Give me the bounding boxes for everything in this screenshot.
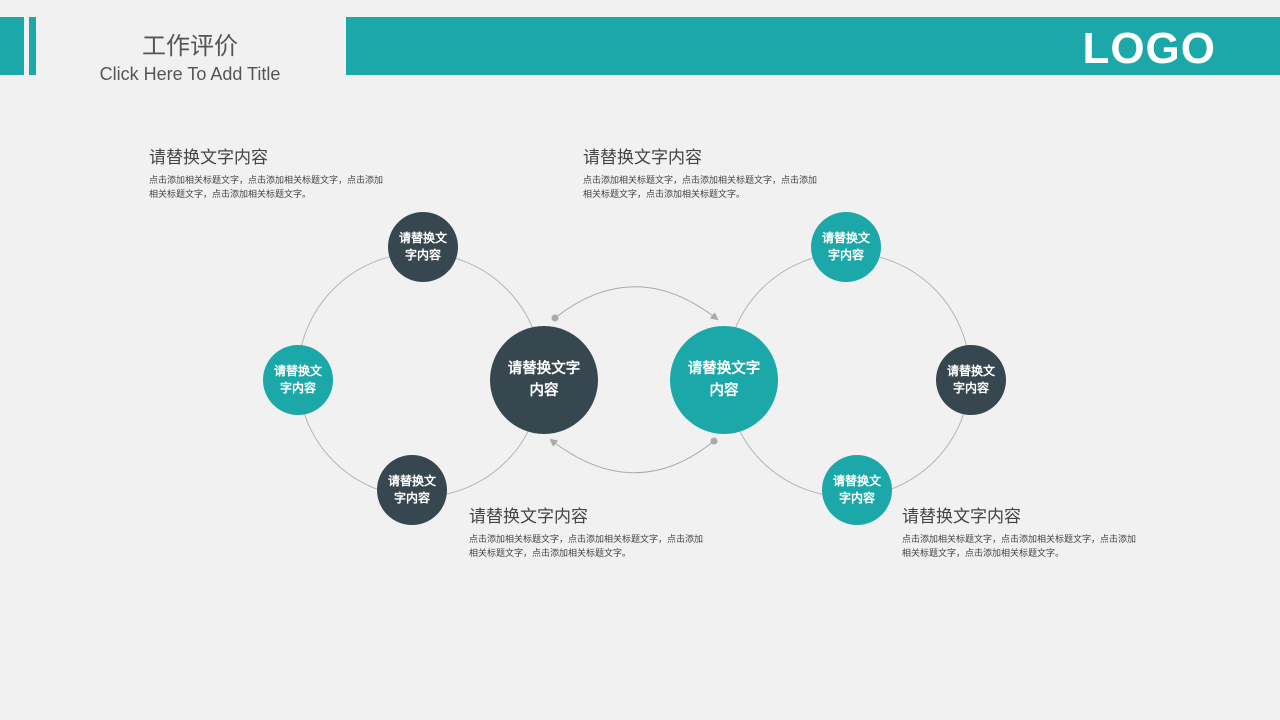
text-block-body: 点击添加相关标题文字，点击添加相关标题文字，点击添加相关标题文字，点击添加相关标… (902, 535, 1137, 559)
right-node-top: 请替换文 字内容 (811, 212, 881, 282)
circle-label-line1: 请替换文字 (687, 361, 761, 377)
left-center-circle: 请替换文字 内容 (490, 326, 598, 434)
bottom-cycle-arrow (549, 438, 715, 474)
node-label-line1: 请替换文 (387, 474, 436, 488)
text-block-body: 点击添加相关标题文字，点击添加相关标题文字，点击添加相关标题文字，点击添加相关标… (583, 176, 818, 200)
node-label-line2: 字内容 (393, 491, 430, 505)
node-label-line1: 请替换文 (832, 474, 881, 488)
top-cycle-arrow-dot (551, 314, 559, 322)
node-label-line2: 字内容 (838, 491, 875, 505)
text-block-title: 请替换文字内容 (469, 507, 588, 527)
right-node-bottom: 请替换文 字内容 (822, 455, 892, 525)
circle-label-line2: 内容 (529, 383, 559, 399)
left-node-top: 请替换文 字内容 (388, 212, 458, 282)
text-block-body: 点击添加相关标题文字，点击添加相关标题文字，点击添加相关标题文字，点击添加相关标… (149, 176, 384, 200)
text-block-title: 请替换文字内容 (583, 148, 702, 168)
page-title: 工作评价 (142, 32, 238, 60)
circle-label-line1: 请替换文字 (507, 361, 581, 377)
header-accent-bar-left (0, 17, 24, 75)
page-subtitle: Click Here To Add Title (99, 64, 281, 84)
header-accent-bar-thin (29, 17, 36, 75)
node-label-line2: 字内容 (404, 248, 441, 262)
text-block-body: 点击添加相关标题文字，点击添加相关标题文字，点击添加相关标题文字，点击添加相关标… (469, 535, 704, 559)
logo: LOGO (1082, 24, 1216, 73)
text-block-bottom-center: 请替换文字内容 点击添加相关标题文字，点击添加相关标题文字，点击添加相关标题文字… (469, 502, 709, 561)
text-block-bottom-right: 请替换文字内容 点击添加相关标题文字，点击添加相关标题文字，点击添加相关标题文字… (902, 502, 1142, 561)
top-cycle-arrow (554, 286, 719, 321)
text-block-title: 请替换文字内容 (902, 507, 1021, 527)
node-label-line2: 字内容 (827, 248, 864, 262)
node-label-line1: 请替换文 (821, 231, 870, 245)
text-block-title: 请替换文字内容 (149, 148, 268, 168)
header-banner (346, 17, 1280, 75)
text-block-top-center: 请替换文字内容 点击添加相关标题文字，点击添加相关标题文字，点击添加相关标题文字… (583, 143, 823, 202)
node-label-line2: 字内容 (952, 381, 989, 395)
right-node-right: 请替换文 字内容 (936, 345, 1006, 415)
circle-label-line2: 内容 (709, 383, 739, 399)
node-label-line1: 请替换文 (273, 364, 322, 378)
bottom-cycle-arrow-dot (710, 437, 718, 445)
left-node-left: 请替换文 字内容 (263, 345, 333, 415)
text-block-top-left: 请替换文字内容 点击添加相关标题文字，点击添加相关标题文字，点击添加相关标题文字… (149, 143, 389, 202)
right-center-circle: 请替换文字 内容 (670, 326, 778, 434)
node-label-line1: 请替换文 (946, 364, 995, 378)
left-node-bottom: 请替换文 字内容 (377, 455, 447, 525)
node-label-line1: 请替换文 (398, 231, 447, 245)
node-label-line2: 字内容 (279, 381, 316, 395)
